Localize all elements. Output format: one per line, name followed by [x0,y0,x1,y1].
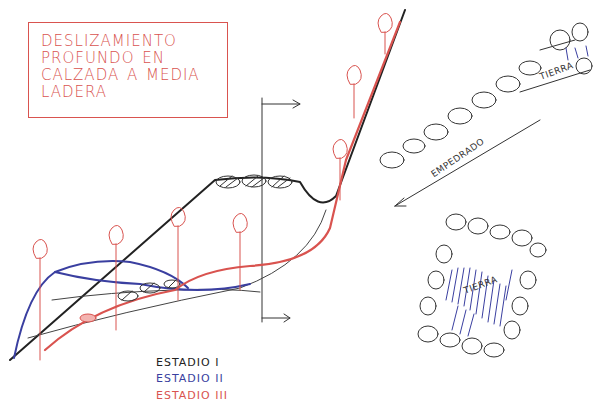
title-box: DESLIZAMIENTO PROFUNDO EN CALZADA A MEDI… [28,22,228,118]
earth-hatch [446,268,512,336]
original-slope [28,210,326,338]
water-arrows [566,46,588,60]
axes [262,98,300,322]
legend-entry: ESTADIO II [156,372,224,385]
red-stone [80,314,96,322]
stage-1-profile [10,10,405,360]
legend-entry: ESTADIO III [156,389,228,402]
legend-entry: ESTADIO I [156,356,219,369]
trees [33,13,392,360]
annotation-label: TIERRA [462,274,498,295]
stage-2-profile [14,261,250,358]
title-text: DESLIZAMIENTO PROFUNDO EN CALZADA A MEDI… [41,33,219,101]
paving-stones [118,175,292,301]
earth-cell [418,214,546,357]
annotation-label: EMPEDRADO [429,136,486,179]
paving-section [380,23,592,206]
annotation-label: TIERRA [538,60,574,81]
